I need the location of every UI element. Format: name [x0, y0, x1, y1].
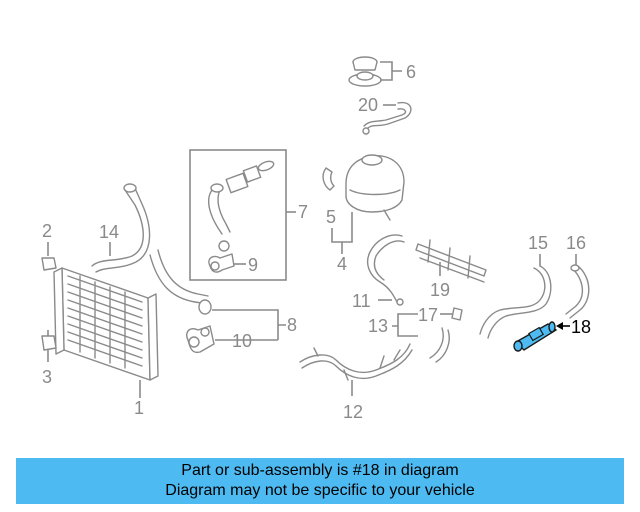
part-16-hose [565, 264, 590, 319]
callout-13-leader [392, 313, 418, 337]
callout-8-leader [212, 309, 286, 340]
callout-6: 6 [406, 62, 416, 82]
callout-6-leader [380, 61, 402, 81]
part-13-pipe [429, 327, 450, 363]
callout-7: 7 [298, 202, 308, 222]
part-17-clip [451, 307, 463, 321]
part-9-coupler [208, 253, 235, 273]
part-14-hose [91, 183, 151, 273]
part-12-harness [299, 343, 413, 381]
callout-8: 8 [287, 315, 297, 335]
banner-line-2: Diagram may not be specific to your vehi… [165, 482, 475, 499]
callout-18-arrow [556, 322, 563, 330]
callout-10: 10 [232, 331, 252, 351]
part-1-radiator [53, 267, 159, 381]
callout-11: 11 [352, 291, 371, 311]
callout-1: 1 [134, 398, 144, 418]
callout-12: 12 [343, 402, 363, 422]
part-18-highlighted [513, 321, 558, 352]
callout-3: 3 [42, 367, 52, 387]
part-2-bracket [41, 257, 57, 271]
callout-19: 19 [430, 280, 450, 300]
callout-5: 5 [326, 207, 336, 227]
callout-15: 15 [528, 233, 548, 253]
part-8-hose [149, 249, 212, 315]
callout-20: 20 [358, 95, 378, 115]
part-19-rail [415, 239, 487, 283]
part-15-hose [479, 265, 552, 339]
parts-diagram: 6 20 7 9 8 10 [41, 56, 591, 422]
part-11-pipe [366, 234, 405, 306]
callout-13: 13 [368, 316, 388, 336]
callout-18: 18 [571, 317, 591, 337]
callout-17: 17 [418, 305, 438, 325]
banner-line-1: Part or sub-assembly is #18 in diagram [181, 462, 459, 479]
callout-16: 16 [566, 233, 586, 253]
callout-2: 2 [42, 221, 52, 241]
callout-4: 4 [337, 254, 347, 274]
part-3-bracket [41, 335, 57, 351]
callout-14: 14 [99, 222, 119, 242]
part-5-expansion-tank [322, 154, 405, 221]
part-7-hose-assembly [208, 160, 275, 252]
part-7-group-box [189, 149, 287, 281]
callout-9: 9 [248, 255, 258, 275]
part-20-pipe [362, 101, 412, 135]
part-6-cap [348, 56, 382, 87]
info-banner: Part or sub-assembly is #18 in diagram D… [16, 458, 624, 504]
part-10-connector [186, 325, 215, 354]
callout-5-leader [331, 212, 353, 254]
